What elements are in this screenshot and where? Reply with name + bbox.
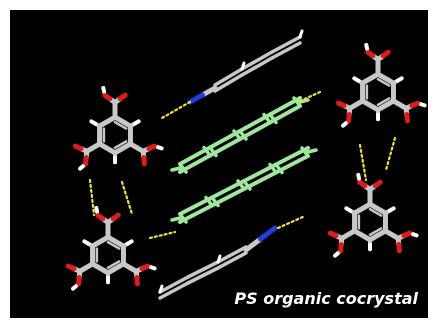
molecular-packing-diagram <box>65 29 427 300</box>
acid-bottom-right <box>327 172 419 258</box>
acid-top-right <box>335 42 427 128</box>
figure-caption: PS organic cocrystal <box>234 289 418 308</box>
guest-molecule-upper <box>170 96 310 174</box>
acid-bottom-left <box>65 205 157 291</box>
acid-top-left <box>72 85 164 171</box>
pyridine-arm-bottom <box>158 225 278 300</box>
pyridine-arm-top <box>187 29 304 105</box>
guest-molecule-lower <box>170 146 318 224</box>
hydrogen-bonds <box>88 90 397 240</box>
crystal-structure-figure: PS organic cocrystal <box>10 10 428 318</box>
